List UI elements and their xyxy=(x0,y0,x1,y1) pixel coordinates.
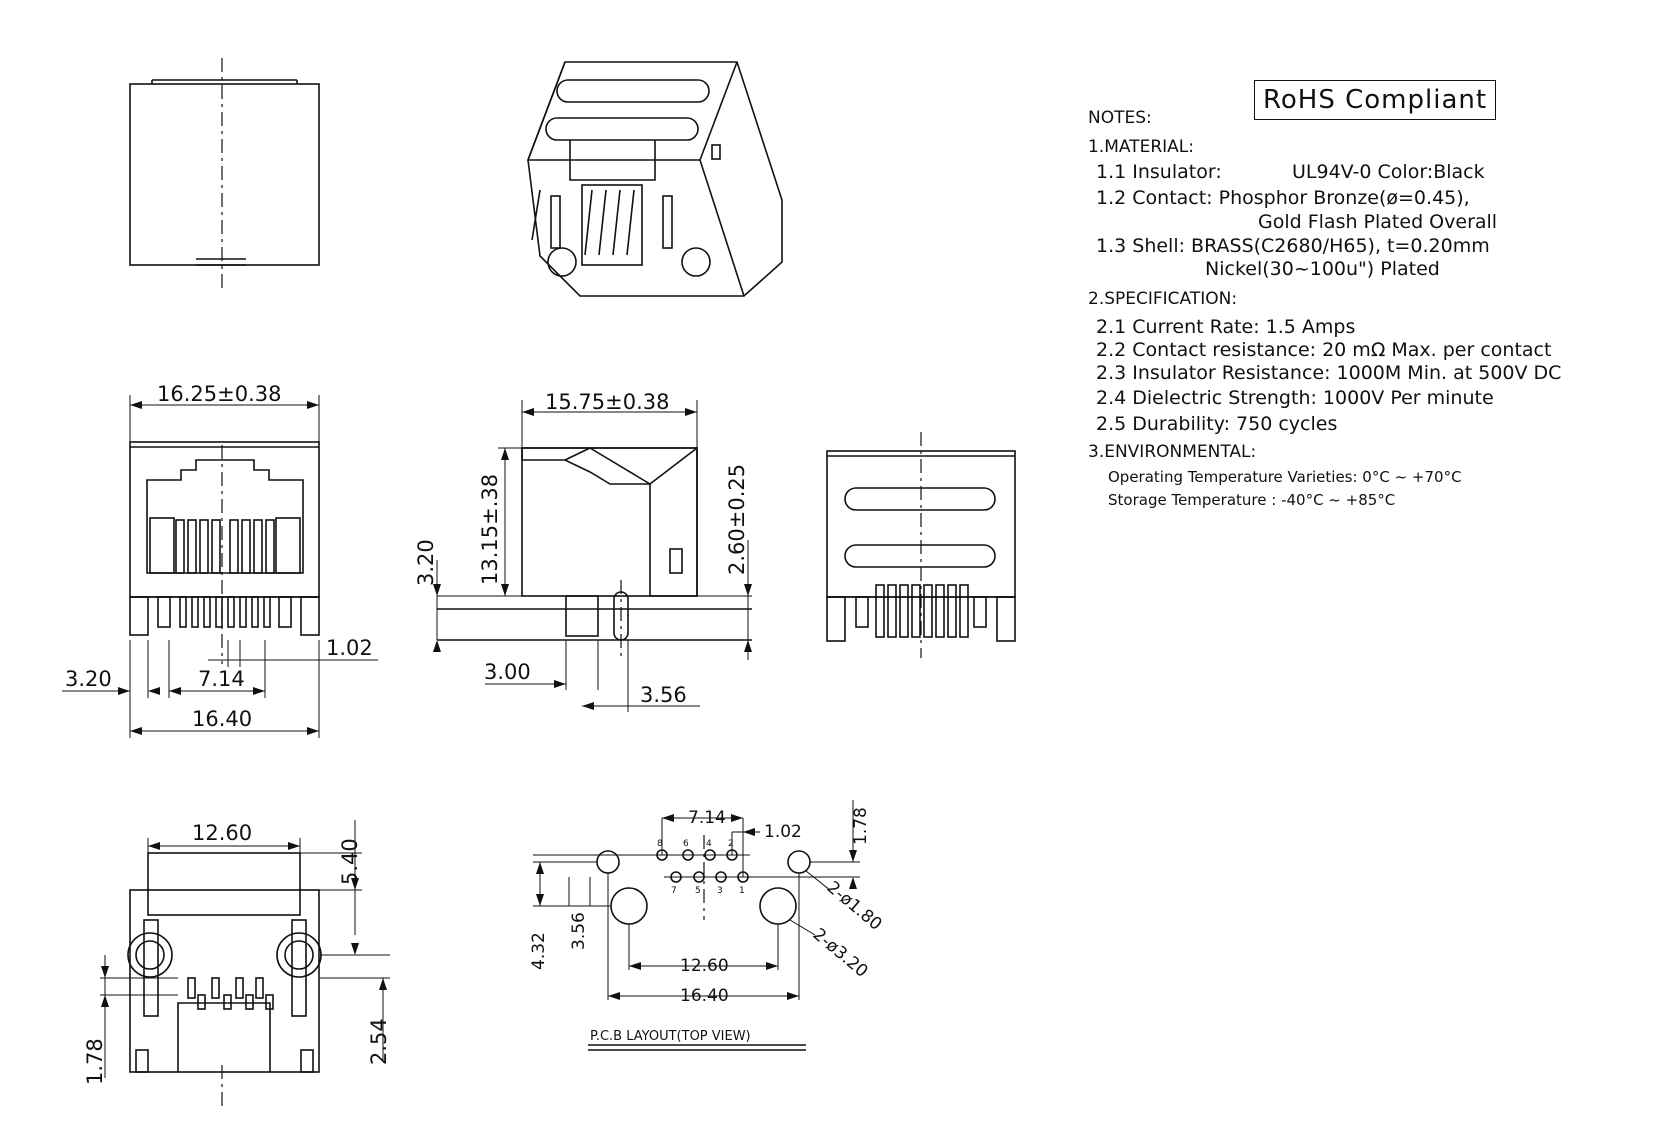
dim-bottom-1-78: 1.78 xyxy=(83,1038,107,1085)
spec-item: 2.3 Insulator Resistance: 1000M Min. at … xyxy=(1096,362,1562,384)
pcb-pin-label: 6 xyxy=(683,839,689,849)
side-view xyxy=(433,400,752,712)
dim-front-3-20: 3.20 xyxy=(65,667,112,691)
pcb-pin-label: 7 xyxy=(671,886,677,896)
dim-side-3-00: 3.00 xyxy=(484,660,531,684)
insulator-label: 1.1 Insulator: xyxy=(1096,161,1222,183)
environmental-title: 3.ENVIRONMENTAL: xyxy=(1088,442,1257,462)
pcb-labels: 7.14 1.02 1.78 4.32 3.56 12.60 16.40 2-ø… xyxy=(529,807,886,1044)
rohs-badge: RoHS Compliant xyxy=(1254,80,1497,120)
pcb-hole-large-label: 2-ø3.20 xyxy=(809,925,872,982)
spec-item: 2.2 Contact resistance: 20 mΩ Max. per c… xyxy=(1096,339,1552,361)
pcb-dim-4-32: 4.32 xyxy=(529,932,549,970)
pcb-dim-12-60: 12.60 xyxy=(680,956,729,976)
bottom-pins xyxy=(187,977,274,1010)
bottom-view xyxy=(100,820,390,1110)
pcb-pin-label: 2 xyxy=(728,839,734,849)
notes-heading: NOTES: xyxy=(1088,108,1152,128)
rear-view xyxy=(826,432,1016,658)
top-view xyxy=(129,58,320,292)
operating-temperature: Operating Temperature Varieties: 0°C ~ +… xyxy=(1108,468,1462,486)
pcb-hole-small-right xyxy=(787,850,811,874)
dim-side-right-height: 2.60±0.25 xyxy=(725,464,749,575)
specification-title: 2.SPECIFICATION: xyxy=(1088,289,1238,309)
insulator-value: UL94V-0 Color:Black xyxy=(1292,161,1485,183)
pcb-pin-label: 1 xyxy=(739,886,745,896)
dim-front-1-02: 1.02 xyxy=(326,636,373,660)
dim-side-3-56: 3.56 xyxy=(640,683,687,707)
rear-pins xyxy=(875,584,969,638)
contact-line2: Gold Flash Plated Overall xyxy=(1258,211,1498,233)
dim-front-width: 16.25±0.38 xyxy=(157,382,281,406)
pcb-hole-large-right xyxy=(759,887,797,925)
spec-item: 2.5 Durability: 750 cycles xyxy=(1096,413,1338,435)
pcb-pin-label: 8 xyxy=(657,839,663,849)
pcb-caption: P.C.B LAYOUT(TOP VIEW) xyxy=(590,1029,751,1044)
pcb-pin-label: 4 xyxy=(706,839,712,849)
front-pins xyxy=(175,519,275,574)
dim-bottom-5-40: 5.40 xyxy=(338,838,362,885)
dim-bottom-12-60: 12.60 xyxy=(192,821,252,845)
dimension-labels: 16.25±0.38 15.75±0.38 13.15±.38 3.20 2.6… xyxy=(65,382,749,1085)
spec-item: 2.1 Current Rate: 1.5 Amps xyxy=(1096,316,1356,338)
dim-bottom-2-54: 2.54 xyxy=(367,1018,391,1065)
shell-line2: Nickel(30~100u") Plated xyxy=(1205,258,1440,280)
pcb-dim-1-02: 1.02 xyxy=(764,822,802,842)
dim-front-7-14: 7.14 xyxy=(198,667,245,691)
pcb-pin-label: 5 xyxy=(695,886,701,896)
pcb-hole-large-left xyxy=(610,887,648,925)
dim-side-3-20: 3.20 xyxy=(414,539,438,586)
pcb-dim-1-78: 1.78 xyxy=(851,807,871,845)
spec-item: 2.4 Dielectric Strength: 1000V Per minut… xyxy=(1096,387,1494,409)
pcb-dim-3-56: 3.56 xyxy=(569,912,589,950)
dim-side-height: 13.15±.38 xyxy=(478,474,502,585)
dim-front-16-40: 16.40 xyxy=(192,707,252,731)
contact-line1: 1.2 Contact: Phosphor Bronze(ø=0.45), xyxy=(1096,187,1470,209)
material-title: 1.MATERIAL: xyxy=(1088,137,1194,157)
shell-line1: 1.3 Shell: BRASS(C2680/H65), t=0.20mm xyxy=(1096,235,1490,257)
storage-temperature: Storage Temperature : -40°C ~ +85°C xyxy=(1108,491,1396,509)
isometric-view xyxy=(526,61,783,297)
pcb-dim-7-14: 7.14 xyxy=(688,808,726,828)
dim-side-width: 15.75±0.38 xyxy=(545,390,669,414)
pcb-hole-small-left xyxy=(596,850,620,874)
front-view xyxy=(62,395,378,738)
pcb-pin-label: 3 xyxy=(717,886,723,896)
pcb-layout xyxy=(533,800,860,1051)
front-pin-tails xyxy=(179,596,271,628)
pcb-dim-16-40: 16.40 xyxy=(680,986,729,1006)
